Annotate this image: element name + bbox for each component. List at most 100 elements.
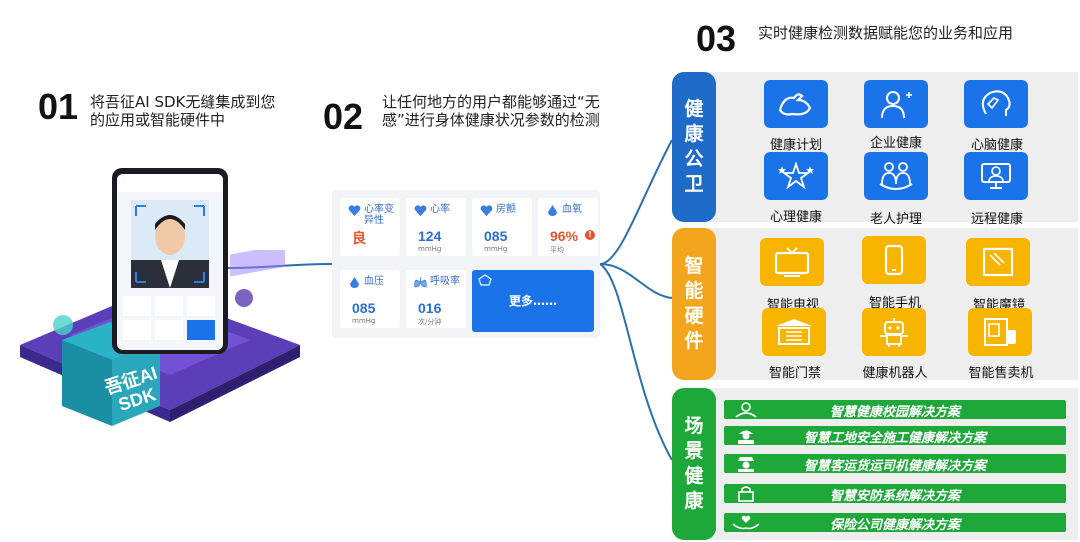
section-public-health: 健康公卫 健康计划 企业健康 心脑健康 心理健康 老人护理 远程健康: [672, 72, 1078, 227]
tile-label: 智能手机: [868, 296, 921, 311]
metric-unit: mmHg: [484, 245, 508, 253]
tile-remote-health[interactable]: [964, 152, 1028, 200]
heart-icon: [480, 205, 493, 216]
heart-brain-icon: [981, 90, 1011, 116]
metric-card-hrv: 心率变异性 良: [340, 198, 400, 256]
section-tab: 智能硬件: [672, 228, 716, 380]
metric-value: 016: [418, 300, 442, 316]
metric-value: 良: [352, 230, 366, 246]
lock-icon: [738, 486, 754, 502]
tv-icon: [774, 247, 810, 277]
solution-label: 智慧工地安全施工健康解决方案: [803, 431, 986, 446]
metric-label: 心率: [430, 204, 450, 215]
metric-unit: mmHg: [352, 317, 376, 325]
step-3-number: 03: [696, 18, 737, 59]
heart-icon: [348, 205, 361, 216]
tile-enterprise-health[interactable]: [864, 80, 928, 128]
metric-unit: 平均: [550, 246, 564, 254]
solution-drivers[interactable]: 智慧客运货运司机健康解决方案: [724, 454, 1066, 474]
tile-label: 远程健康: [970, 212, 1023, 227]
tile-health-plan[interactable]: [764, 80, 828, 128]
tile-smart-mirror[interactable]: [966, 238, 1030, 286]
solution-insurance[interactable]: 保险公司健康解决方案: [724, 513, 1066, 533]
tile-label: 老人护理: [869, 212, 922, 227]
drop-icon: [350, 277, 359, 288]
heart-icon: [414, 205, 427, 216]
metric-label: 血压: [364, 276, 384, 287]
metric-unit: mmHg: [418, 245, 442, 253]
solution-campus[interactable]: 智慧健康校园解决方案: [724, 400, 1066, 420]
step-3-text: 实时健康检测数据赋能您的业务和应用: [758, 24, 1014, 42]
solution-label: 智慧客运货运司机健康解决方案: [803, 459, 986, 474]
drop-icon: [548, 205, 557, 216]
solution-label: 保险公司健康解决方案: [829, 518, 960, 533]
metric-label: 呼吸率: [430, 276, 460, 287]
solution-label: 智慧安防系统解决方案: [829, 489, 960, 504]
pentagon-icon: [478, 274, 492, 286]
lungs-icon: [414, 277, 427, 288]
tile-label: 智能门禁: [768, 366, 821, 381]
section-smart-hardware: 智能硬件 智能电视 智能手机 智能魔镜 智能门禁 健康机器人 智能售卖机: [672, 228, 1078, 381]
solution-label: 智慧健康校园解决方案: [829, 405, 960, 420]
tile-elderly-care[interactable]: [864, 152, 928, 200]
gate-icon: [776, 319, 812, 345]
step-2-number: 02: [323, 96, 364, 137]
tile-smart-vending[interactable]: [968, 308, 1032, 356]
tile-label: 健康计划: [769, 138, 822, 153]
step-2-text: 让任何地方的用户都能够通过“无感”进行身体健康状况参数的检测: [382, 93, 600, 129]
stars-icon: [778, 161, 814, 190]
step-1-text: 将吾征AI SDK无缝集成到您的应用或智能硬件中: [90, 93, 276, 129]
tile-health-robot[interactable]: [862, 308, 926, 356]
solution-security[interactable]: 智慧安防系统解决方案: [724, 484, 1066, 504]
tile-label: 企业健康: [869, 136, 922, 151]
phone-screen: [117, 174, 223, 350]
tile-label: 智能售卖机: [968, 366, 1034, 381]
section-title: 智能硬件: [684, 255, 704, 352]
tile-heart-brain-health[interactable]: [964, 80, 1028, 128]
tile-smart-phone[interactable]: [862, 236, 926, 284]
metric-label: 血氧: [562, 204, 582, 215]
tile-smart-gate[interactable]: [762, 308, 826, 356]
mirror-icon: [982, 247, 1014, 277]
metric-label: 心率变异性: [364, 204, 394, 226]
phone-icon: [884, 244, 904, 276]
section-tab: 健康公卫: [672, 72, 716, 222]
metric-value: 085: [352, 300, 376, 316]
metric-value: 124: [418, 228, 442, 244]
muscle-arm-icon: [778, 93, 812, 116]
more-metrics-button[interactable]: 更多……: [472, 270, 594, 332]
metric-value: 96%: [550, 228, 579, 244]
tile-label: 健康机器人: [862, 366, 928, 381]
health-metrics-panel: 心率变异性 良 心率 124 mmHg 房颤 085 mmHg 血氧 96% !…: [332, 190, 600, 338]
metric-label: 房颤: [496, 204, 516, 215]
hands-heart-icon: [732, 515, 760, 530]
robot-icon: [880, 318, 908, 347]
tile-label: 心脑健康: [970, 138, 1023, 153]
step-1-number: 01: [38, 86, 79, 127]
tile-mental-health[interactable]: [764, 152, 828, 200]
section-title: 场景健康: [684, 415, 704, 512]
metric-card-heart-rate: 心率 124 mmHg: [406, 198, 466, 256]
section-title: 健康公卫: [684, 98, 704, 195]
tile-smart-tv[interactable]: [760, 238, 824, 286]
user-face-icon: [131, 205, 209, 288]
metric-card-afib: 房颤 085 mmHg: [472, 198, 532, 256]
worker-icon: [738, 430, 754, 444]
business-person-icon: [881, 91, 912, 119]
tile-label: 心理健康: [769, 210, 822, 225]
section-tab: 场景健康: [672, 388, 716, 540]
metric-card-respiration: 呼吸率 016 次/分钟: [406, 270, 466, 328]
alert-icon: !: [585, 230, 595, 240]
more-label: 更多……: [508, 294, 557, 308]
section-scenario-health: 场景健康 智慧健康校园解决方案 智慧工地安全施工健康解决方案 智慧客运货运司机健…: [672, 388, 1078, 540]
solution-construction[interactable]: 智慧工地安全施工健康解决方案: [724, 426, 1066, 446]
elderly-care-icon: [879, 162, 913, 190]
metric-card-blood-pressure: 血压 085 mmHg: [340, 270, 400, 328]
metric-unit: 次/分钟: [418, 318, 442, 326]
vending-icon: [984, 318, 1016, 346]
metric-value: 085: [484, 228, 508, 244]
metric-card-spo2: 血氧 96% ! 平均: [538, 198, 598, 256]
student-icon: [735, 402, 757, 418]
remote-doctor-icon: [981, 163, 1011, 189]
driver-icon: [738, 457, 754, 472]
